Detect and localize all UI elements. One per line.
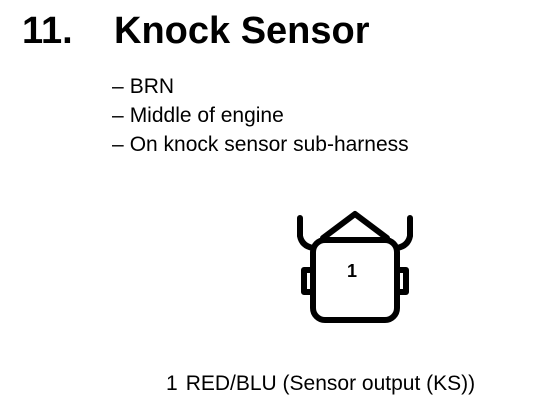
- detail-dash: –: [112, 104, 124, 127]
- detail-harness: –On knock sensor sub-harness: [112, 130, 409, 159]
- detail-text: On knock sensor sub-harness: [129, 133, 409, 156]
- connector-pin-label: 1: [346, 261, 357, 281]
- connector-lock-tab: [320, 211, 390, 241]
- pin-description: RED/BLU (Sensor output (KS)): [185, 372, 476, 395]
- connector-right-ear: [394, 215, 413, 251]
- section-heading: 11. Knock Sensor: [22, 12, 370, 50]
- section-number: 11.: [22, 10, 73, 52]
- detail-location: –Middle of engine: [112, 101, 409, 130]
- connector-details: –BRN –Middle of engine –On knock sensor …: [112, 72, 409, 159]
- detail-text: BRN: [129, 75, 175, 98]
- pin-number: 1: [166, 372, 178, 395]
- detail-text: Middle of engine: [129, 104, 284, 127]
- detail-dash: –: [112, 75, 124, 98]
- detail-color: –BRN: [112, 72, 409, 101]
- section-title: Knock Sensor: [114, 10, 370, 52]
- detail-dash: –: [112, 133, 124, 156]
- connector-left-latch: [301, 267, 316, 295]
- connector-body: [310, 237, 400, 323]
- connector-right-latch: [394, 267, 409, 295]
- connector-diagram: [297, 211, 413, 323]
- connector-left-ear: [297, 215, 316, 251]
- pin-row: 1 RED/BLU (Sensor output (KS)): [166, 373, 475, 394]
